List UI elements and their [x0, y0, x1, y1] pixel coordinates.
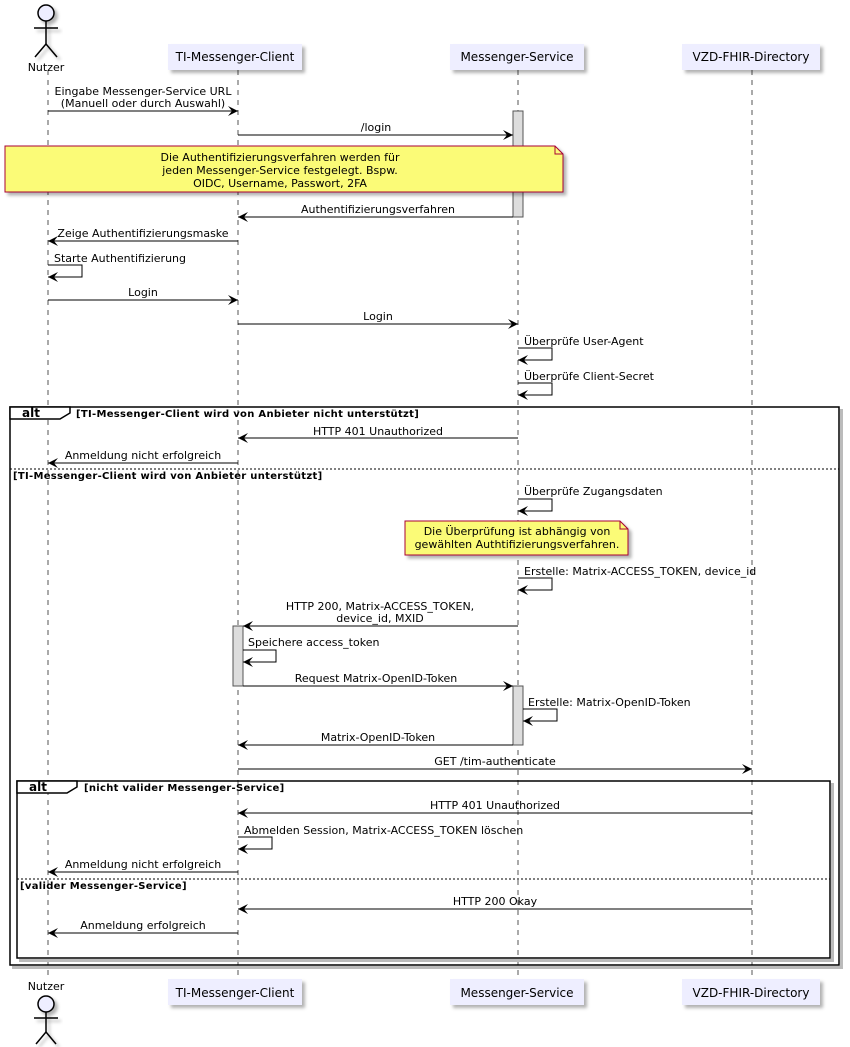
message-label: device_id, MXID [336, 612, 423, 625]
message-label: Anmeldung nicht erfolgreich [65, 449, 221, 462]
frame-shadow [12, 966, 843, 969]
participant-vzd-label-bottom: VZD-FHIR-Directory [693, 986, 810, 1000]
self-message-arrow [518, 498, 553, 516]
self-message-arrow [523, 708, 558, 726]
frame-shadow [19, 959, 834, 962]
alt-guard: [valider Messenger-Service] [20, 881, 187, 892]
message-label: HTTP 401 Unauthorized [313, 425, 443, 438]
self-message-arrow [518, 347, 553, 365]
participant-vzd-bottom: VZD-FHIR-Directory [682, 979, 820, 1005]
participant-vzd-top: VZD-FHIR-Directory [682, 44, 820, 70]
alt-tab [9, 406, 71, 420]
participant-client-label-bottom: TI-Messenger-Client [175, 986, 295, 1000]
message-label: Starte Authentifizierung [54, 252, 186, 265]
participant-service-top: Messenger-Service [450, 44, 584, 70]
message-label: Anmeldung erfolgreich [80, 919, 206, 932]
message-label: Überprüfe User-Agent [524, 335, 644, 348]
actor-nutzer-top [34, 4, 58, 58]
note-auth-methods [4, 145, 564, 193]
participant-client-bottom: TI-Messenger-Client [168, 979, 302, 1005]
frame-shadow [831, 783, 834, 961]
alt-fragment-outer [9, 406, 840, 966]
alt-guard: [TI-Messenger-Client wird von Anbieter n… [76, 409, 419, 420]
note-text: Die Authentifizierungsverfahren werden f… [161, 151, 400, 164]
participant-vzd-label-top: VZD-FHIR-Directory [693, 50, 810, 64]
note-text: Die Überprüfung ist abhängig von [424, 525, 611, 538]
note-text: OIDC, Username, Passwort, 2FA [193, 177, 367, 190]
participant-client-label-top: TI-Messenger-Client [175, 50, 295, 64]
message-label: Erstelle: Matrix-OpenID-Token [528, 696, 691, 709]
message-label: Matrix-OpenID-Token [321, 731, 435, 744]
note-auth-check [404, 520, 629, 556]
frame-shadow [840, 409, 843, 968]
participant-client-top: TI-Messenger-Client [168, 44, 302, 70]
alt-keyword: alt [29, 780, 47, 794]
note-text: jeden Messenger-Service festgelegt. Bspw… [161, 164, 397, 177]
participant-service-label-bottom: Messenger-Service [460, 986, 573, 1000]
message-label: (Manuell oder durch Auswahl) [61, 97, 225, 110]
participant-nutzer-label-bottom: Nutzer [28, 980, 65, 993]
participant-service-bottom: Messenger-Service [450, 979, 584, 1005]
message-label: Anmeldung nicht erfolgreich [65, 858, 221, 871]
activation-service-2 [512, 685, 524, 746]
message-label: HTTP 200 Okay [453, 895, 538, 908]
alt-guard: [TI-Messenger-Client wird von Anbieter u… [13, 471, 322, 482]
message-label: HTTP 401 Unauthorized [430, 799, 560, 812]
activation-client-1 [232, 625, 244, 687]
message-label: /login [361, 121, 392, 134]
note-text: gewählten Authtifizierungsverfahren. [415, 538, 620, 551]
participant-nutzer-label-top: Nutzer [28, 61, 65, 74]
message-label: Speichere access_token [248, 636, 379, 649]
message-label: Eingabe Messenger-Service URL [55, 85, 233, 98]
self-message-arrow [48, 264, 83, 282]
actor-nutzer-bottom [34, 995, 58, 1045]
self-message-arrow [518, 577, 553, 595]
message-label: Request Matrix-OpenID-Token [295, 672, 457, 685]
self-message-arrow [518, 382, 553, 400]
message-label: Authentifizierungsverfahren [301, 203, 455, 216]
alt-tab [16, 780, 78, 794]
message-label: Abmelden Session, Matrix-ACCESS_TOKEN lö… [244, 824, 523, 837]
message-label: Überprüfe Client-Secret [524, 370, 655, 383]
message-label: HTTP 200, Matrix-ACCESS_TOKEN, [286, 600, 474, 613]
message-label: Login [363, 310, 393, 323]
message-label: GET /tim-authenticate [434, 755, 556, 768]
message-label: Login [128, 286, 158, 299]
participant-service-label-top: Messenger-Service [460, 50, 573, 64]
message-label: Erstelle: Matrix-ACCESS_TOKEN, device_id [524, 565, 756, 578]
message-label: Zeige Authentifizierungsmaske [57, 227, 228, 240]
message-label: Überprüfe Zugangsdaten [524, 485, 663, 498]
alt-guard: [nicht valider Messenger-Service] [84, 783, 285, 794]
self-message-arrow [238, 836, 273, 854]
alt-fragment-inner [16, 780, 831, 959]
self-message-arrow [243, 649, 277, 667]
alt-keyword: alt [22, 406, 40, 420]
